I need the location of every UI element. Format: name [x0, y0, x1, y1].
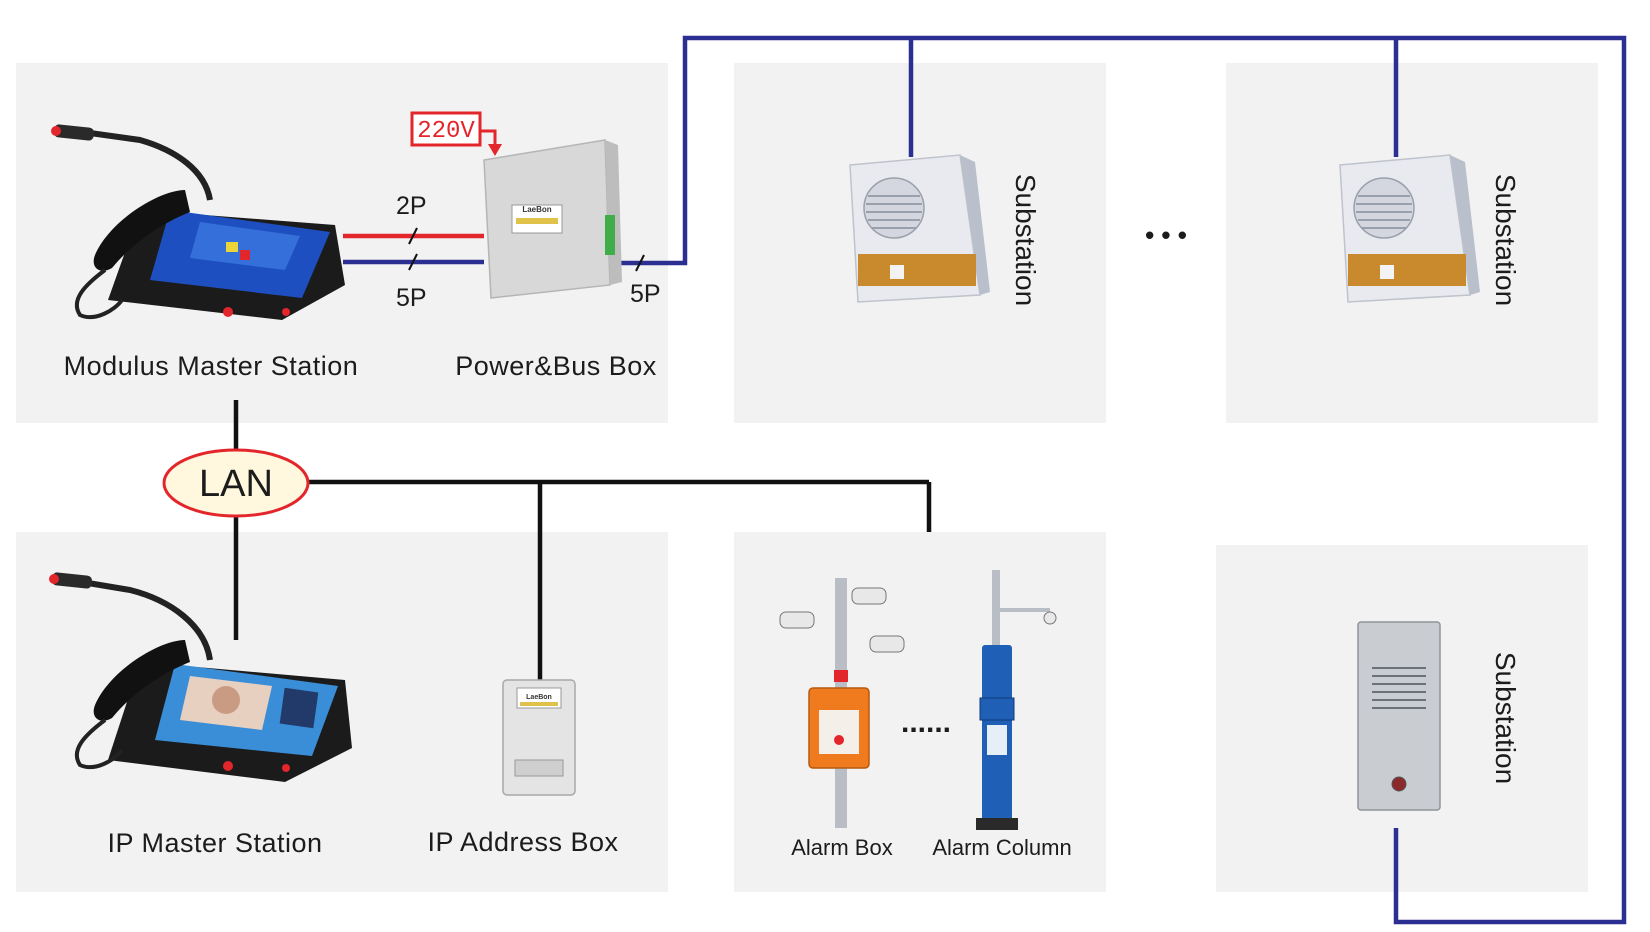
screen-glare — [190, 222, 300, 270]
label-power-bus-box: Power&Bus Box — [455, 351, 657, 381]
column-base — [976, 818, 1018, 830]
label-5p-out: 5P — [630, 280, 661, 308]
speaker-button — [890, 265, 904, 279]
ip-red-button-1 — [223, 761, 233, 771]
alarm-lamp — [834, 670, 848, 682]
alarm-column-device — [976, 570, 1057, 830]
ip-handset — [93, 640, 190, 721]
addr-box-ports — [514, 759, 564, 777]
box-label-stripe — [516, 218, 558, 224]
power-input-line — [480, 129, 497, 146]
label-substation-3: Substation — [1490, 652, 1521, 784]
speaker-grille — [863, 177, 925, 239]
camera-2 — [851, 587, 887, 605]
call-button — [1391, 776, 1407, 792]
bus-line-main — [610, 35, 1627, 925]
red-button-2 — [282, 308, 290, 316]
handset-cord — [74, 268, 124, 320]
camera-3 — [869, 635, 905, 653]
tick-5p — [408, 253, 418, 271]
power-wiring: 220V — [343, 111, 502, 239]
power-bus-box-device: LaeBon — [483, 139, 622, 299]
power-input-arrow — [488, 144, 502, 156]
lan-label: LAN — [199, 463, 273, 505]
box-brand: LaeBon — [522, 205, 551, 214]
ip-screen-thumb — [279, 687, 319, 729]
mic-head — [53, 124, 95, 141]
screen-icon-a — [226, 242, 238, 252]
label-ip-master-station: IP Master Station — [107, 828, 322, 858]
camera-1 — [779, 611, 815, 629]
label-substation-1: Substation — [1010, 174, 1041, 306]
label-2p: 2P — [396, 192, 427, 220]
ellipsis-alarms: ...... — [901, 706, 951, 739]
ip-handset-cord — [74, 718, 124, 770]
panel-alarm — [734, 532, 1106, 892]
speaker-panel — [858, 254, 976, 286]
label-modulus-master-station: Modulus Master Station — [64, 351, 359, 381]
speaker-side-2 — [1450, 155, 1480, 295]
ip-red-button-2 — [282, 764, 290, 772]
screen-icon-b — [240, 250, 250, 260]
label-alarm-box: Alarm Box — [791, 835, 892, 860]
addr-box-stripe — [520, 702, 558, 706]
speaker-grille-2 — [1353, 177, 1415, 239]
label-alarm-column: Alarm Column — [932, 835, 1071, 860]
mic-tip — [51, 126, 61, 136]
lan-node — [162, 448, 310, 518]
tick-2p — [408, 227, 418, 245]
ip-mic-head — [51, 572, 93, 589]
column-face — [987, 725, 1007, 755]
cable-ticks — [408, 227, 645, 272]
tick-5p-out — [635, 254, 645, 272]
alarm-box-button — [834, 735, 844, 745]
alarm-box-device — [779, 578, 905, 828]
substation-device-3 — [1357, 621, 1441, 811]
red-button-1 — [223, 307, 233, 317]
ip-master-station-device — [49, 572, 352, 782]
modulus-master-station-device — [51, 124, 345, 320]
speaker-side — [960, 155, 990, 295]
substation-device-1 — [849, 154, 990, 303]
box-green-terminal — [605, 215, 615, 255]
substation-device-2 — [1339, 154, 1480, 303]
addr-box-brand: LaeBon — [526, 694, 552, 701]
label-5p: 5P — [396, 284, 427, 312]
ip-mic-tip — [49, 574, 59, 584]
gooseneck-mic — [89, 130, 213, 201]
ip-screen-face — [212, 686, 240, 714]
column-head — [979, 697, 1015, 721]
lan-wiring — [233, 400, 932, 680]
ip-gooseneck-mic — [87, 580, 213, 661]
ellipsis-substations: • • • — [1145, 220, 1187, 250]
label-substation-2: Substation — [1490, 174, 1521, 306]
column-camera — [1043, 611, 1057, 625]
power-input-box — [410, 111, 482, 147]
ip-address-box-device: LaeBon — [502, 679, 576, 796]
power-input-label: 220V — [417, 118, 475, 145]
handset — [93, 190, 190, 271]
speaker-panel-2 — [1348, 254, 1466, 286]
speaker-button-2 — [1380, 265, 1394, 279]
alarm-box-face — [819, 710, 859, 754]
label-ip-address-box: IP Address Box — [427, 827, 618, 857]
